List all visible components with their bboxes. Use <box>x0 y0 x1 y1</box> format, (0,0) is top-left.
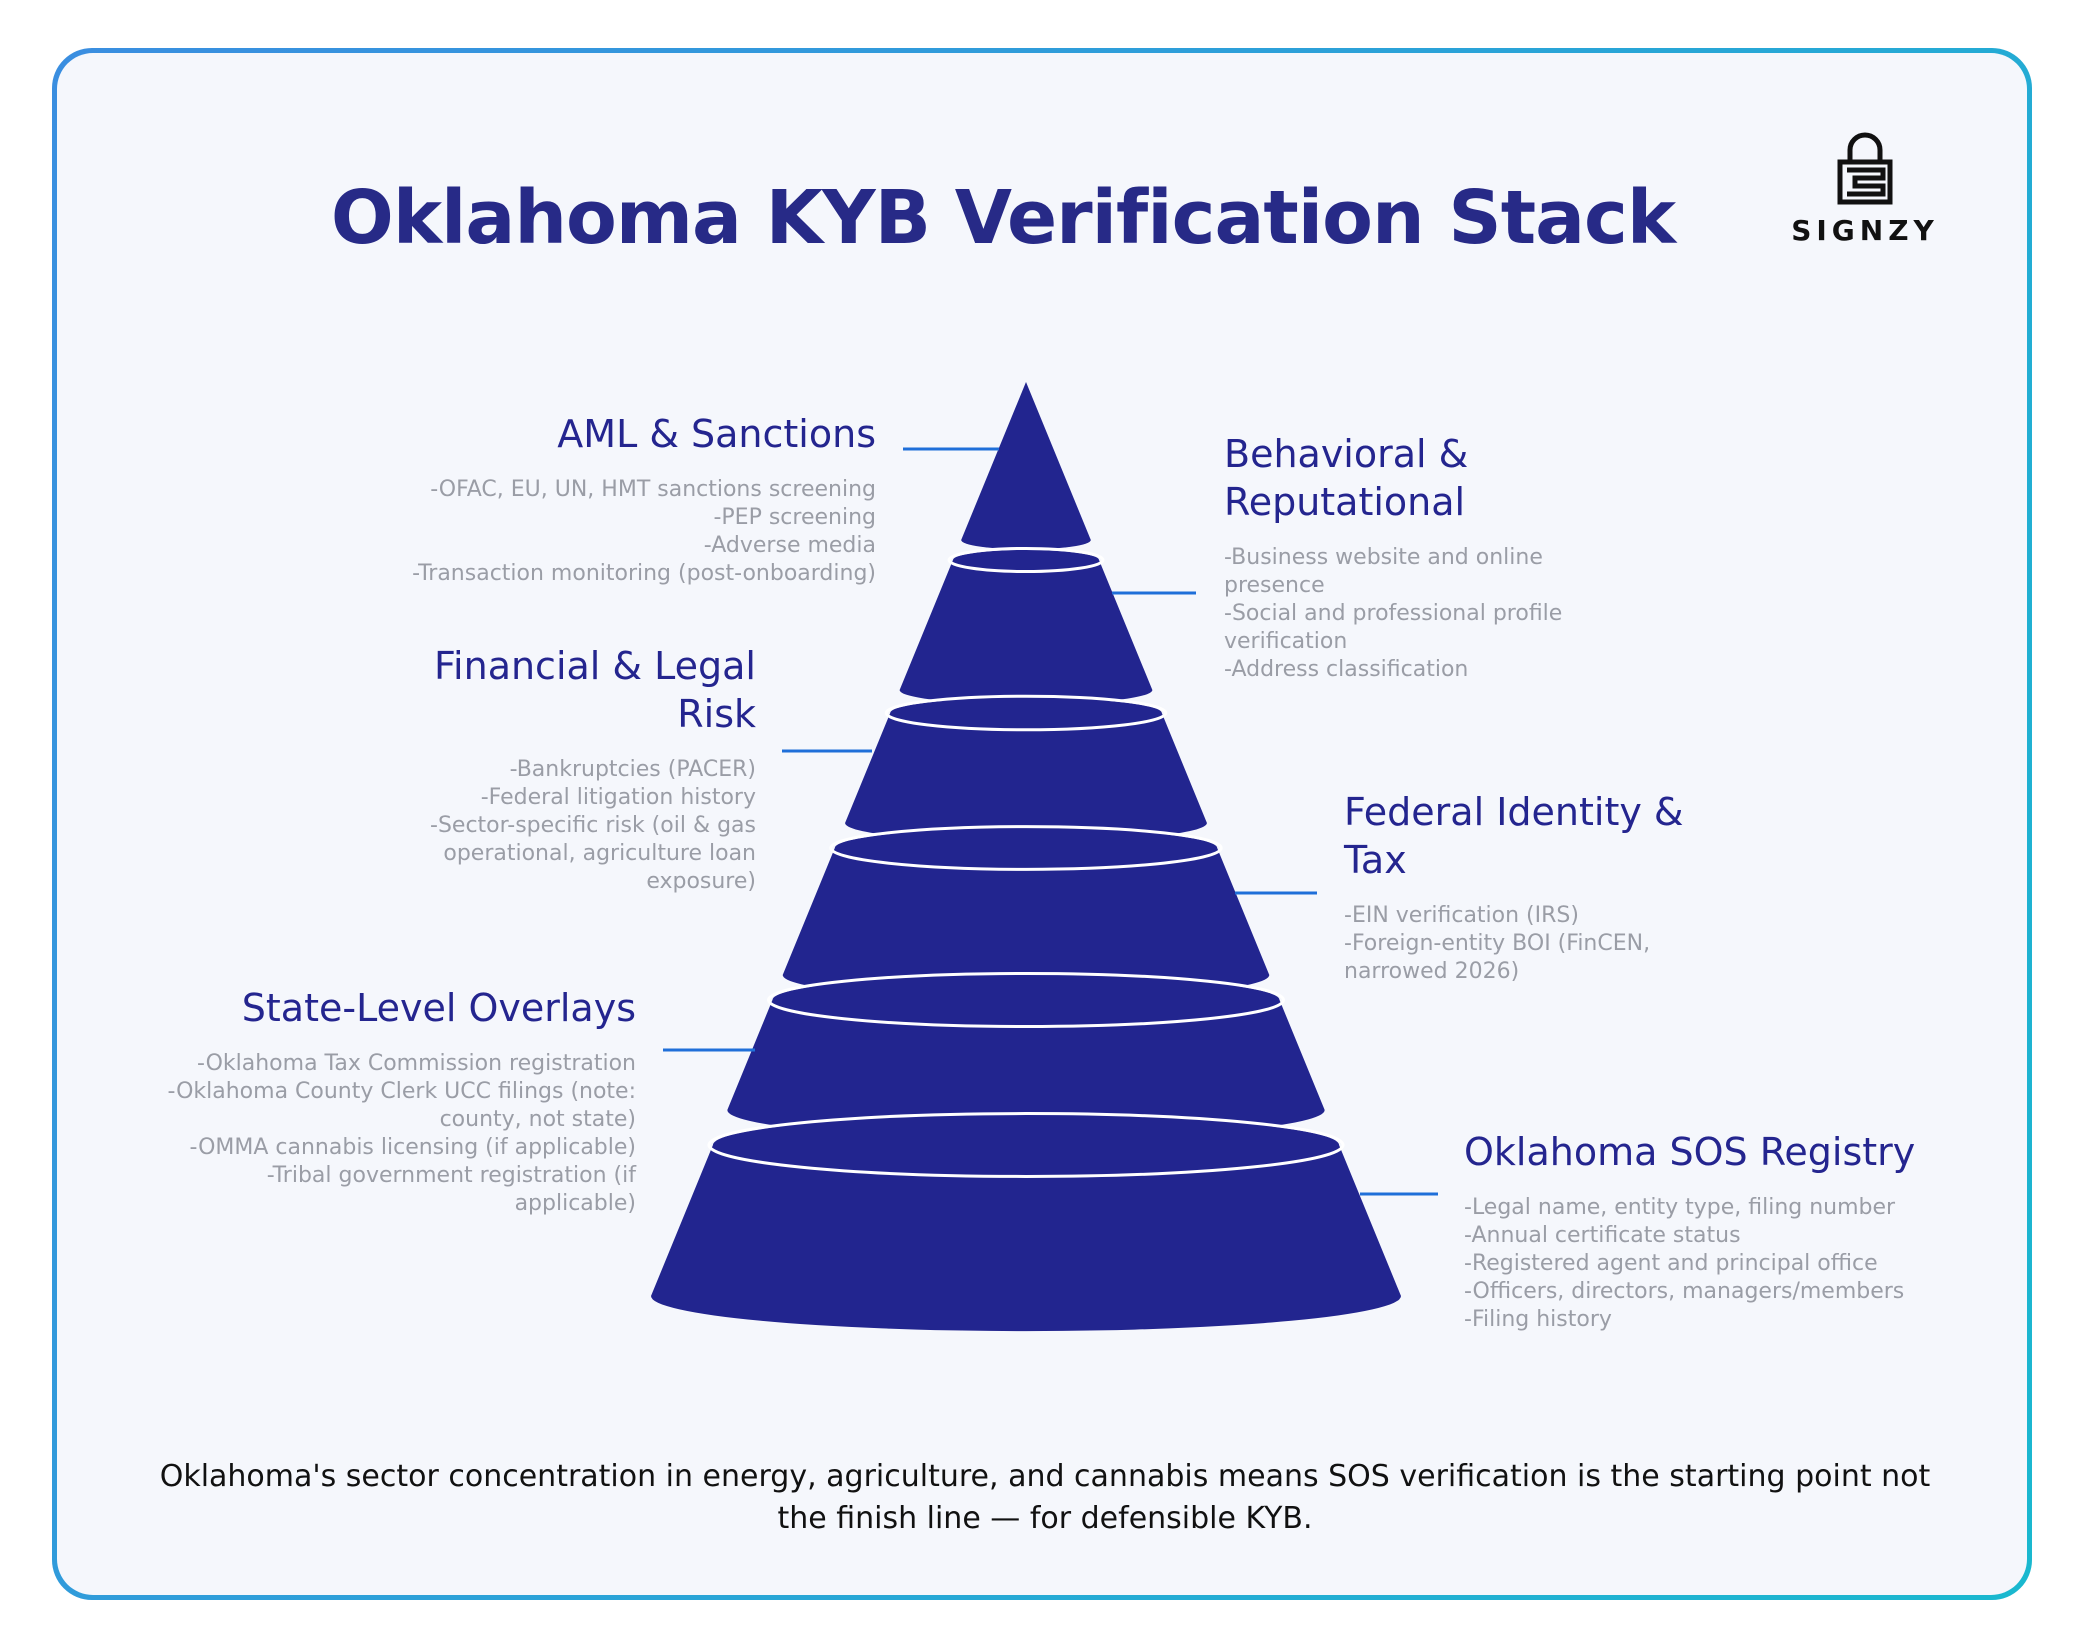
layer-title: AML & Sanctions <box>557 412 876 456</box>
list-item: -PEP screening <box>713 505 876 530</box>
segment-rim <box>766 971 1286 1029</box>
segment-rim <box>707 1112 1345 1178</box>
segment-rim <box>884 694 1168 732</box>
layer-title: Federal Identity & Tax <box>1344 790 1684 882</box>
list-item: -Annual certificate status <box>1464 1223 1741 1248</box>
list-item: -Business website and online presence <box>1224 545 1543 598</box>
list-item: -OFAC, EU, UN, HMT sanctions screening <box>430 477 876 502</box>
layer-state-level-overlays: State-Level Overlays -Oklahoma Tax Commi… <box>166 984 636 1218</box>
layer-title: Behavioral & Reputational <box>1224 432 1469 524</box>
pyramid-segment-federal-identity-tax <box>782 828 1270 1000</box>
footer-note: Oklahoma's sector concentration in energ… <box>159 1459 1931 1536</box>
list-item: -OMMA cannabis licensing (if applicable) <box>189 1135 636 1160</box>
segment-rim <box>947 546 1105 574</box>
page-title: Oklahoma KYB Verification Stack <box>330 175 1676 261</box>
layer-financial-legal-risk: Financial & Legal Risk -Bankruptcies (PA… <box>396 642 756 896</box>
list-item: -Filing history <box>1464 1307 1612 1332</box>
pyramid-segment-oklahoma-sos-registry <box>651 1115 1401 1332</box>
list-item: -Social and professional profile verific… <box>1224 601 1563 654</box>
list-item: -Legal name, entity type, filing number <box>1464 1195 1896 1220</box>
list-item: -EIN verification (IRS) <box>1344 903 1579 928</box>
list-item: -Oklahoma County Clerk UCC filings (note… <box>167 1079 636 1132</box>
list-item: -Tribal government registration (if appl… <box>266 1163 636 1216</box>
pyramid-segment-state-level-overlays <box>727 974 1325 1139</box>
pyramid-segment-financial-legal-risk <box>845 697 1207 842</box>
list-item: -Foreign-entity BOI (FinCEN, narrowed 20… <box>1344 931 1651 984</box>
lock-maze-icon <box>1837 132 1893 205</box>
list-item: -Registered agent and principal office <box>1464 1251 1878 1276</box>
layer-title: Financial & Legal Risk <box>433 644 756 736</box>
layer-title: Oklahoma SOS Registry <box>1464 1130 1916 1174</box>
layer-aml-sanctions: AML & Sanctions -OFAC, EU, UN, HMT sanct… <box>380 410 876 588</box>
logo-wordmark: SIGNZY <box>1791 214 1939 247</box>
list-item: -Address classification <box>1224 657 1469 682</box>
list-item: -Officers, directors, managers/members <box>1464 1279 1905 1304</box>
list-item: -Adverse media <box>703 533 876 558</box>
list-item: -Federal litigation history <box>480 785 756 810</box>
list-item: -Oklahoma Tax Commission registration <box>197 1051 636 1076</box>
layer-title: State-Level Overlays <box>241 986 636 1030</box>
list-item: -Transaction monitoring (post-onboarding… <box>412 561 876 586</box>
pyramid-segment-aml-sanctions <box>961 382 1091 550</box>
layer-federal-identity-tax: Federal Identity & Tax -EIN verification… <box>1344 788 1724 986</box>
layer-oklahoma-sos-registry: Oklahoma SOS Registry -Legal name, entit… <box>1464 1128 1934 1334</box>
signzy-logo: SIGNZY <box>1770 124 1970 254</box>
list-item: -Bankruptcies (PACER) <box>509 757 756 782</box>
layer-behavioral-reputational: Behavioral & Reputational -Business webs… <box>1224 430 1594 684</box>
pyramid-segment-behavioral-reputational <box>899 549 1153 705</box>
list-item: -Sector-specific risk (oil & gas operati… <box>430 813 756 894</box>
segment-rim <box>829 825 1223 871</box>
